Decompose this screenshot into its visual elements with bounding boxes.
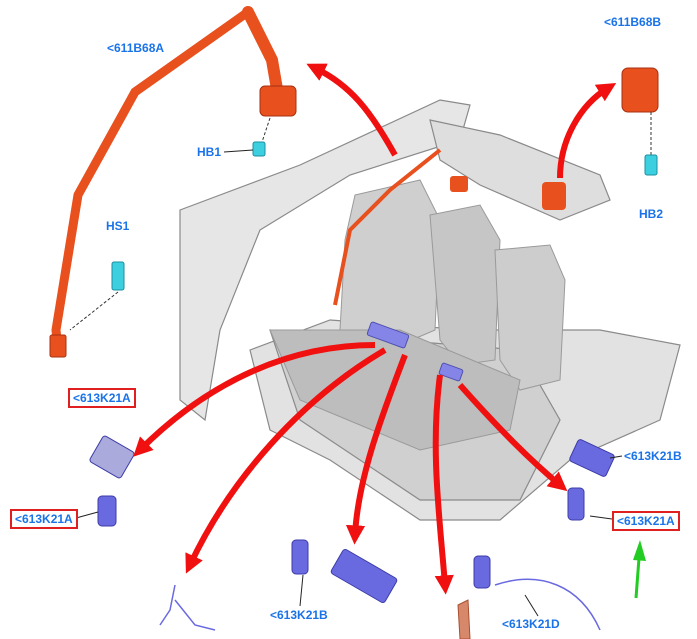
buckle-receiver-left	[97, 495, 117, 527]
buckle-receiver-right	[567, 487, 585, 521]
buckle-tongue-left	[89, 435, 135, 479]
leader-k21b-right	[609, 455, 623, 459]
fastener-hs1-leader	[69, 291, 119, 331]
indicator-arrow	[633, 540, 646, 599]
label-leaders	[75, 149, 623, 617]
label-hs1: HS1	[106, 219, 130, 233]
callout-arrows	[133, 63, 617, 595]
callout-arrow-b68a	[306, 63, 398, 157]
wiring-harness-left	[159, 584, 216, 631]
label-613k21a-top-left: <613K21A	[68, 388, 136, 408]
installed-retractor-right	[542, 182, 566, 210]
installed-buckle-center	[438, 362, 464, 382]
anchor-strap-lower	[457, 599, 471, 639]
fastener-hb1	[252, 117, 271, 157]
callout-arrow-wire-left	[185, 347, 387, 574]
buckle-receiver-harness	[473, 555, 491, 589]
fastener-hb2-head	[644, 154, 658, 176]
label-613k21b-center: <613K21B	[270, 608, 328, 622]
installed-buckles	[366, 321, 464, 382]
seat-back-right	[494, 244, 566, 391]
label-611b68b: <611B68B	[604, 15, 662, 29]
seat-back-left	[339, 179, 441, 346]
wiring-harnesses	[159, 578, 601, 631]
leader-k21a-left	[75, 511, 99, 519]
belt-retractor-assembly-right	[621, 67, 659, 176]
fastener-hb1-head	[252, 141, 266, 157]
label-613k21b-right: <613K21B	[624, 449, 682, 463]
leader-k21d	[524, 594, 539, 617]
buckle-tongue-center	[330, 548, 398, 604]
callout-arrow-b68b	[557, 83, 617, 179]
leader-k21b-center	[299, 574, 304, 607]
belt-webbing-upper-left	[242, 6, 284, 101]
rear-seat	[269, 179, 566, 451]
seat-back-center	[429, 204, 501, 366]
callout-arrow-k21b-center	[345, 353, 408, 545]
wiring-harness-right	[494, 578, 601, 631]
callout-arrow-k21d	[432, 374, 454, 595]
buckle-parts	[89, 435, 615, 604]
installed-belt-left	[333, 148, 442, 306]
belt-retractor-left	[259, 85, 297, 117]
callout-arrow-k21a-left	[133, 342, 376, 457]
callout-arrow-k21b-right	[457, 383, 568, 492]
label-hb2: HB2	[639, 207, 664, 221]
label-hb1: HB1	[197, 145, 222, 159]
belt-anchor-lower-left	[49, 334, 67, 358]
installed-buckle-left	[366, 321, 410, 349]
label-613k21d: <613K21D	[502, 617, 560, 631]
rear-parcel-panel	[429, 119, 611, 221]
fastener-hs1	[69, 261, 125, 331]
indicator-arrow-shaft	[634, 557, 641, 599]
installed-retractor-center	[450, 176, 468, 192]
label-613k21a-left: <613K21A	[10, 509, 78, 529]
indicator-arrow-head	[633, 540, 646, 561]
label-611b68a: <611B68A	[107, 41, 165, 55]
leader-hb1	[223, 149, 254, 153]
shoulder-belt-assembly-left	[49, 6, 297, 358]
leader-k21a-right	[589, 515, 613, 520]
fastener-hs1-head	[111, 261, 125, 291]
belt-retractor-right	[621, 67, 659, 113]
fastener-hb1-leader	[261, 117, 271, 143]
buckle-receiver-center	[291, 539, 309, 575]
buckle-tongue-right	[569, 439, 615, 477]
label-613k21a-right: <613K21A	[612, 511, 680, 531]
